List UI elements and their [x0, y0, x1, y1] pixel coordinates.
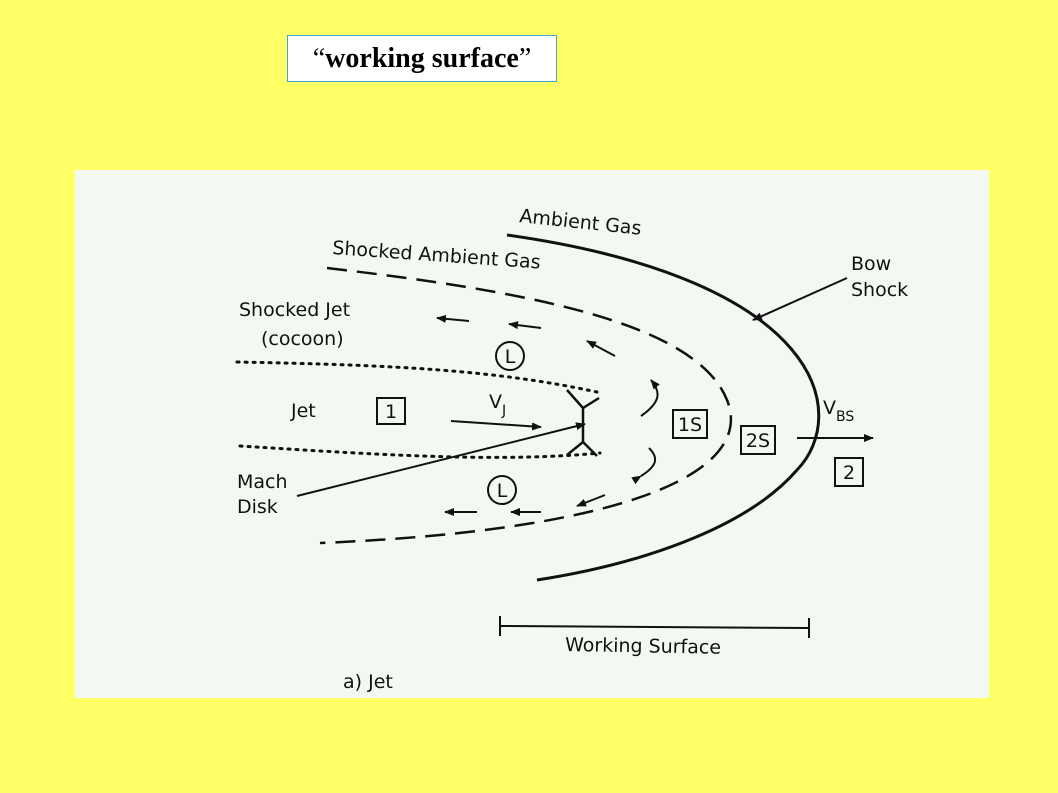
bow-label: Bow	[851, 253, 891, 275]
slide-title: “working surface”	[287, 35, 557, 82]
region-l-bottom-label: L	[497, 480, 508, 502]
figure-caption: a) Jet	[343, 671, 393, 693]
mach-disk-pointer	[296, 422, 586, 497]
mach-label: Mach	[237, 471, 288, 493]
cocoon-label: (cocoon)	[261, 328, 344, 350]
disk-label: Disk	[237, 496, 278, 518]
region-l-top-label: L	[505, 346, 516, 368]
region-1s-label: 1S	[678, 414, 702, 436]
shock-label: Shock	[851, 279, 908, 301]
curl-arrow-top	[640, 379, 660, 417]
region-2s-label: 2S	[746, 430, 770, 452]
backflow-arrow	[586, 340, 616, 357]
jet-diagram-svg: L L 1 1S 2S 2 Ambient Gas	[235, 205, 908, 693]
region-1: 1	[376, 397, 406, 425]
region-1s: 1S	[672, 409, 708, 439]
working-surface-label: Working Surface	[565, 634, 721, 659]
bow-shock-curve	[506, 233, 821, 582]
bow-shock-pointer	[752, 277, 848, 321]
vj-label: VJ	[489, 391, 506, 419]
vbs-label: VBS	[823, 397, 854, 425]
jet-boundary-bottom	[238, 444, 602, 459]
jet-velocity-arrow	[450, 420, 542, 431]
jet-label: Jet	[290, 400, 316, 422]
region-l-bottom: L	[487, 475, 517, 505]
title-close-quote: ”	[518, 42, 532, 74]
region-2: 2	[834, 457, 864, 487]
jet-diagram: L L 1 1S 2S 2 Ambient Gas	[75, 170, 989, 698]
shocked-ambient-boundary	[319, 266, 733, 545]
backflow-arrow	[436, 314, 470, 323]
ambient-gas-label: Ambient Gas	[518, 205, 642, 240]
region-l-top: L	[495, 341, 525, 371]
jet-boundary-top	[235, 360, 599, 394]
shocked-jet-label: Shocked Jet	[239, 299, 350, 321]
region-1-label: 1	[385, 401, 397, 423]
region-2-label: 2	[843, 462, 855, 484]
backflow-arrow	[576, 494, 606, 507]
backflow-arrow	[508, 321, 542, 330]
shocked-ambient-gas-label: Shocked Ambient Gas	[332, 237, 542, 273]
curl-arrow-bottom	[631, 447, 657, 485]
title-open-quote: “	[312, 42, 326, 74]
title-text: working surface	[325, 42, 519, 74]
mach-disk-symbol	[566, 389, 600, 457]
region-2s: 2S	[740, 425, 776, 455]
working-surface-bracket	[499, 616, 810, 638]
